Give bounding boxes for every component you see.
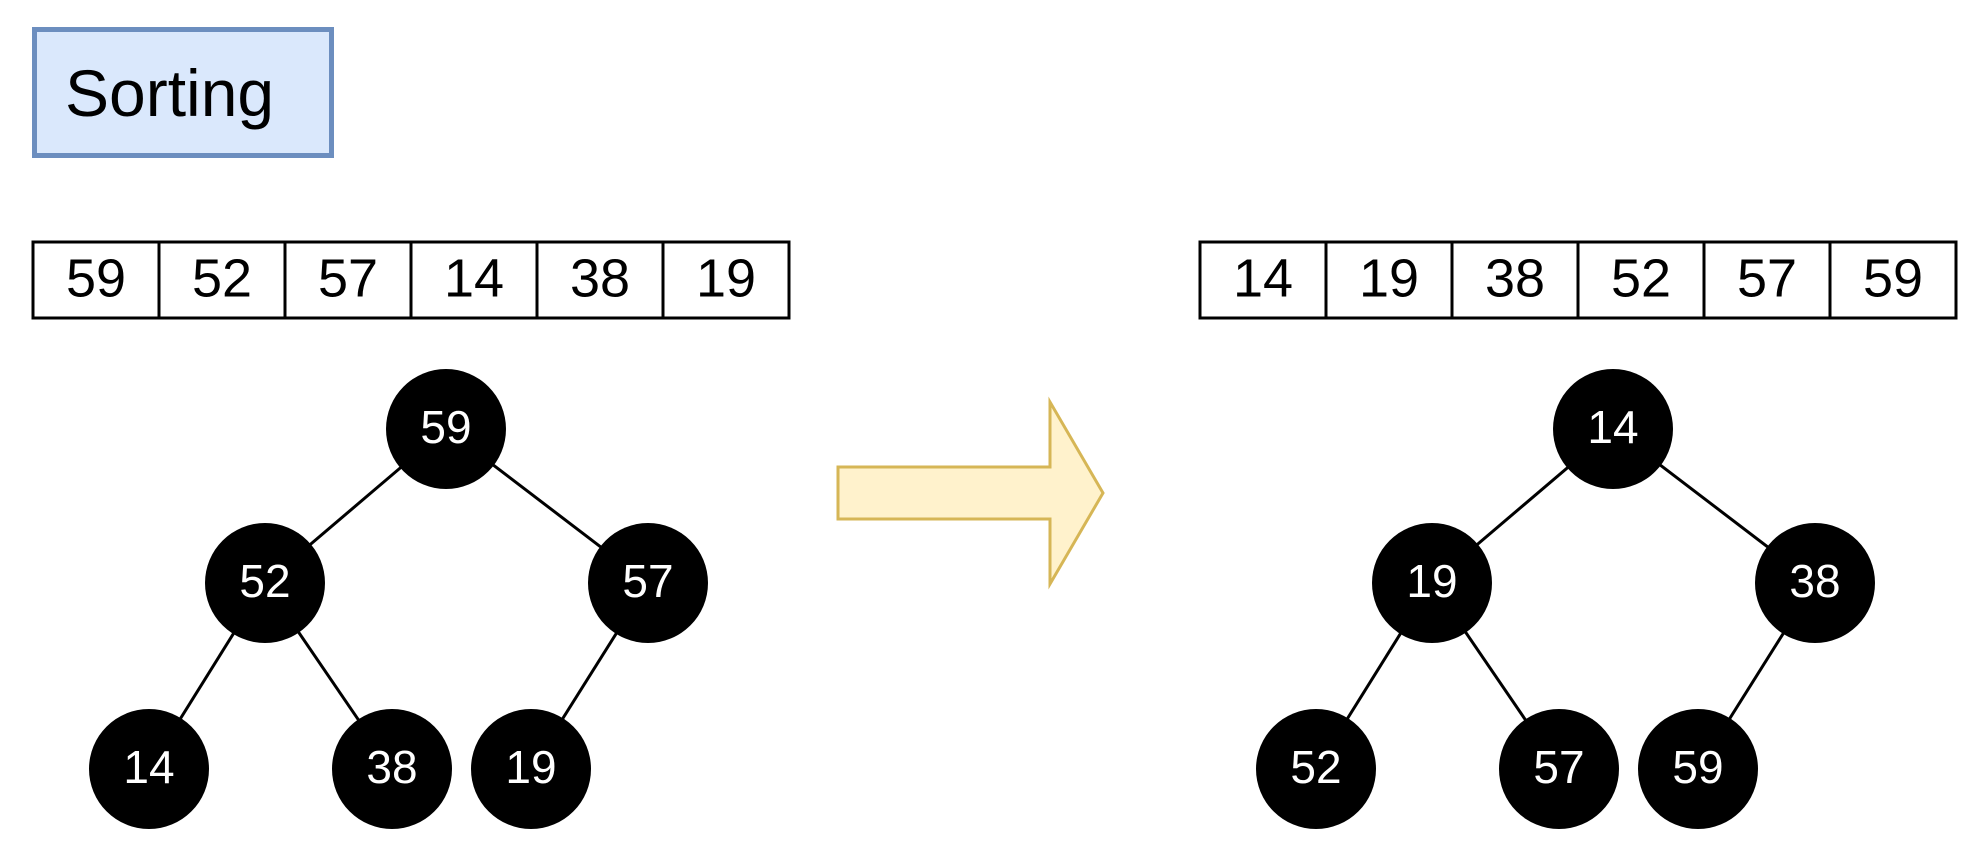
before-array-cell-value: 57: [318, 248, 378, 308]
before-tree-node-circle: [471, 709, 591, 829]
after-array-cell-box: [1198, 240, 1328, 320]
after-tree-node-value: 59: [1672, 741, 1723, 793]
before-array-cell-value: 19: [696, 248, 756, 308]
after-tree-node: 52: [1256, 709, 1376, 829]
after-tree-node: 59: [1638, 709, 1758, 829]
before-tree-node-value: 19: [505, 741, 556, 793]
before-tree-node-value: 38: [366, 741, 417, 793]
after-array-cell-value: 38: [1485, 248, 1545, 308]
after-tree-node: 57: [1499, 709, 1619, 829]
before-tree-node-value: 52: [239, 555, 290, 607]
before-array-cell: 59: [31, 240, 161, 320]
before-tree-node-value: 59: [420, 401, 471, 453]
after-tree-node: 14: [1553, 369, 1673, 489]
before-array-cell: 19: [661, 240, 791, 320]
after-array-cell: 52: [1576, 240, 1706, 320]
before-array-cell-value: 14: [444, 248, 504, 308]
right-arrow-icon: [836, 396, 1105, 590]
after-tree-node-circle: [1372, 523, 1492, 643]
after-tree-node: 38: [1755, 523, 1875, 643]
before-array-cell-box: [661, 240, 791, 320]
after-array-cell: 19: [1324, 240, 1454, 320]
after-array: 14 19 38 52 57 59: [1198, 240, 1958, 320]
after-tree-node-value: 38: [1789, 555, 1840, 607]
after-tree-node-value: 57: [1533, 741, 1584, 793]
before-array-cell-value: 59: [66, 248, 126, 308]
before-tree-node-circle: [386, 369, 506, 489]
before-tree-node-value: 57: [622, 555, 673, 607]
after-array-cell-box: [1702, 240, 1832, 320]
after-array-cell: 57: [1702, 240, 1832, 320]
before-array-cell-value: 52: [192, 248, 252, 308]
after-tree-node-value: 52: [1290, 741, 1341, 793]
after-array-cell-value: 59: [1863, 248, 1923, 308]
before-tree-node-circle: [588, 523, 708, 643]
before-array-cell-box: [535, 240, 665, 320]
after-tree-node-circle: [1499, 709, 1619, 829]
after-array-cell: 14: [1198, 240, 1328, 320]
after-tree-node-circle: [1755, 523, 1875, 643]
after-array-cell-value: 57: [1737, 248, 1797, 308]
before-array-cell-value: 38: [570, 248, 630, 308]
after-array-cell: 59: [1828, 240, 1958, 320]
after-array-cell-value: 52: [1611, 248, 1671, 308]
after-tree-node-circle: [1553, 369, 1673, 489]
after-array-cell-value: 14: [1233, 248, 1293, 308]
before-tree-node: 19: [471, 709, 591, 829]
before-tree-node-circle: [205, 523, 325, 643]
after-tree-node-value: 19: [1406, 555, 1457, 607]
after-tree-node: 19: [1372, 523, 1492, 643]
before-tree-node-circle: [89, 709, 209, 829]
before-array-cell: 52: [157, 240, 287, 320]
after-array-cell-box: [1828, 240, 1958, 320]
before-array-cell: 14: [409, 240, 539, 320]
before-tree-node: 52: [205, 523, 325, 643]
after-tree: 14 19 38 52 57 59: [1256, 369, 1875, 829]
before-tree-node: 59: [386, 369, 506, 489]
after-array-cell-box: [1450, 240, 1580, 320]
after-array-cell: 38: [1450, 240, 1580, 320]
before-array-cell-box: [409, 240, 539, 320]
after-tree-node-circle: [1638, 709, 1758, 829]
before-tree-node: 14: [89, 709, 209, 829]
before-array-cell-box: [157, 240, 287, 320]
after-array-cell-value: 19: [1359, 248, 1419, 308]
before-tree-node: 38: [332, 709, 452, 829]
title-box: Sorting: [32, 27, 334, 158]
before-tree: 59 52 57 14 38 19: [89, 369, 708, 829]
before-array-cell: 38: [535, 240, 665, 320]
before-array-cell-box: [283, 240, 413, 320]
before-array-cell: 57: [283, 240, 413, 320]
diagram-title: Sorting: [65, 55, 275, 130]
before-tree-node: 57: [588, 523, 708, 643]
before-array-cell-box: [31, 240, 161, 320]
after-tree-node-value: 14: [1587, 401, 1638, 453]
before-tree-node-value: 14: [123, 741, 174, 793]
after-tree-node-circle: [1256, 709, 1376, 829]
before-array: 59 52 57 14 38 19: [31, 240, 791, 320]
before-tree-node-circle: [332, 709, 452, 829]
